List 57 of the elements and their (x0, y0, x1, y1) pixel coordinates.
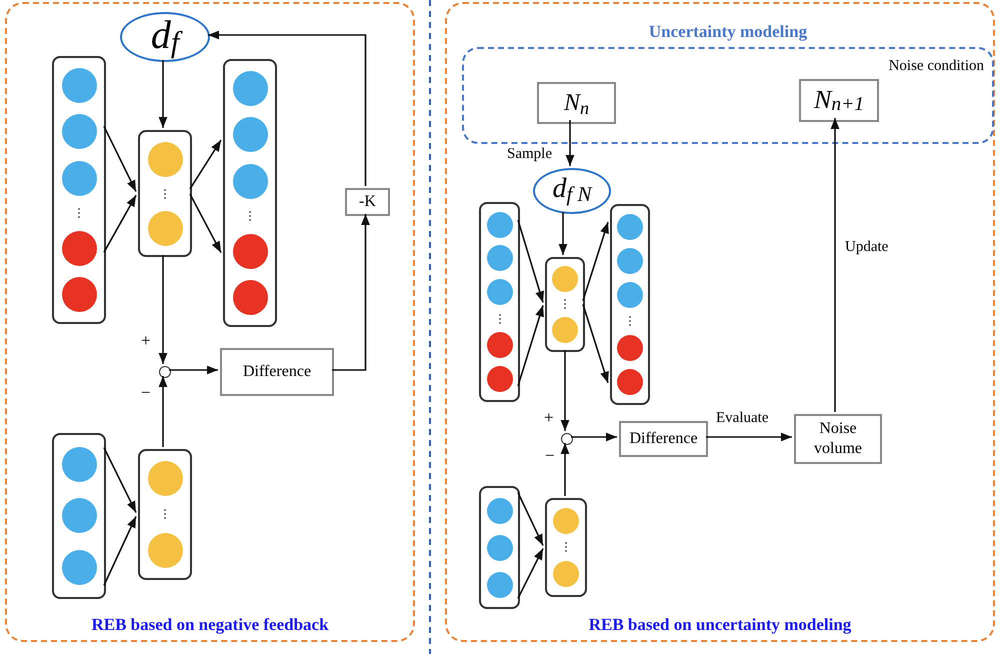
process-box: Noise volume (794, 414, 882, 464)
process-box: Difference (619, 421, 708, 457)
arrow (582, 304, 609, 384)
edge-label: Update (843, 238, 890, 257)
arrow (517, 548, 544, 599)
parameter-ellipse: d$_{f}$ (120, 12, 210, 62)
neuron-layer-box (138, 449, 192, 580)
arrow (517, 220, 544, 303)
arrow (830, 118, 840, 412)
arrow (189, 194, 222, 254)
arrow (169, 366, 218, 374)
arrow (558, 212, 568, 255)
arrow (103, 447, 137, 513)
edge-label: Sample (505, 145, 554, 164)
arrow (103, 516, 137, 586)
arrow (560, 350, 570, 431)
sign-label: − (545, 447, 555, 464)
neuron-layer-box (479, 486, 520, 609)
process-box: N$_{n}$ (537, 82, 616, 124)
dashed-panel (5, 2, 415, 642)
summing-junction (561, 433, 573, 445)
arrow (571, 432, 617, 442)
neuron-layer-box (138, 130, 192, 257)
arrow (189, 140, 222, 190)
dashed-panel (445, 2, 995, 642)
arrow (706, 432, 792, 442)
arrow (158, 255, 168, 364)
arrow (517, 305, 544, 386)
panel-title: REB based on uncertainty modeling (588, 614, 852, 636)
neuron-layer-box (52, 56, 106, 324)
arrow (158, 376, 168, 447)
neuron-layer-box (545, 498, 587, 597)
arrow (208, 30, 366, 186)
process-box: N$_{n+1}$ (799, 79, 879, 122)
arrow (103, 194, 137, 253)
neuron-layer-box (610, 204, 650, 405)
neuron-layer-box (223, 59, 277, 327)
sign-label: + (544, 409, 554, 426)
neuron-layer-box (545, 257, 585, 352)
process-box: -K (345, 188, 390, 216)
arrow (582, 222, 609, 301)
neuron-layer-box (479, 202, 520, 402)
sign-label: + (141, 332, 151, 349)
sign-label: − (141, 384, 151, 401)
arrow (103, 126, 137, 192)
parameter-ellipse: d$_{f N}$ (533, 168, 611, 214)
panel-title: REB based on negative feedback (90, 614, 330, 636)
arrow (158, 60, 168, 128)
arrow (566, 120, 574, 166)
arrow (560, 443, 570, 496)
neuron-layer-box (52, 433, 106, 599)
summing-junction (159, 366, 171, 378)
arrow (332, 214, 370, 371)
region-title: Uncertainty modeling (648, 21, 808, 43)
arrow (517, 492, 544, 546)
region-label: Noise condition (888, 57, 984, 76)
process-box: Difference (220, 348, 334, 396)
